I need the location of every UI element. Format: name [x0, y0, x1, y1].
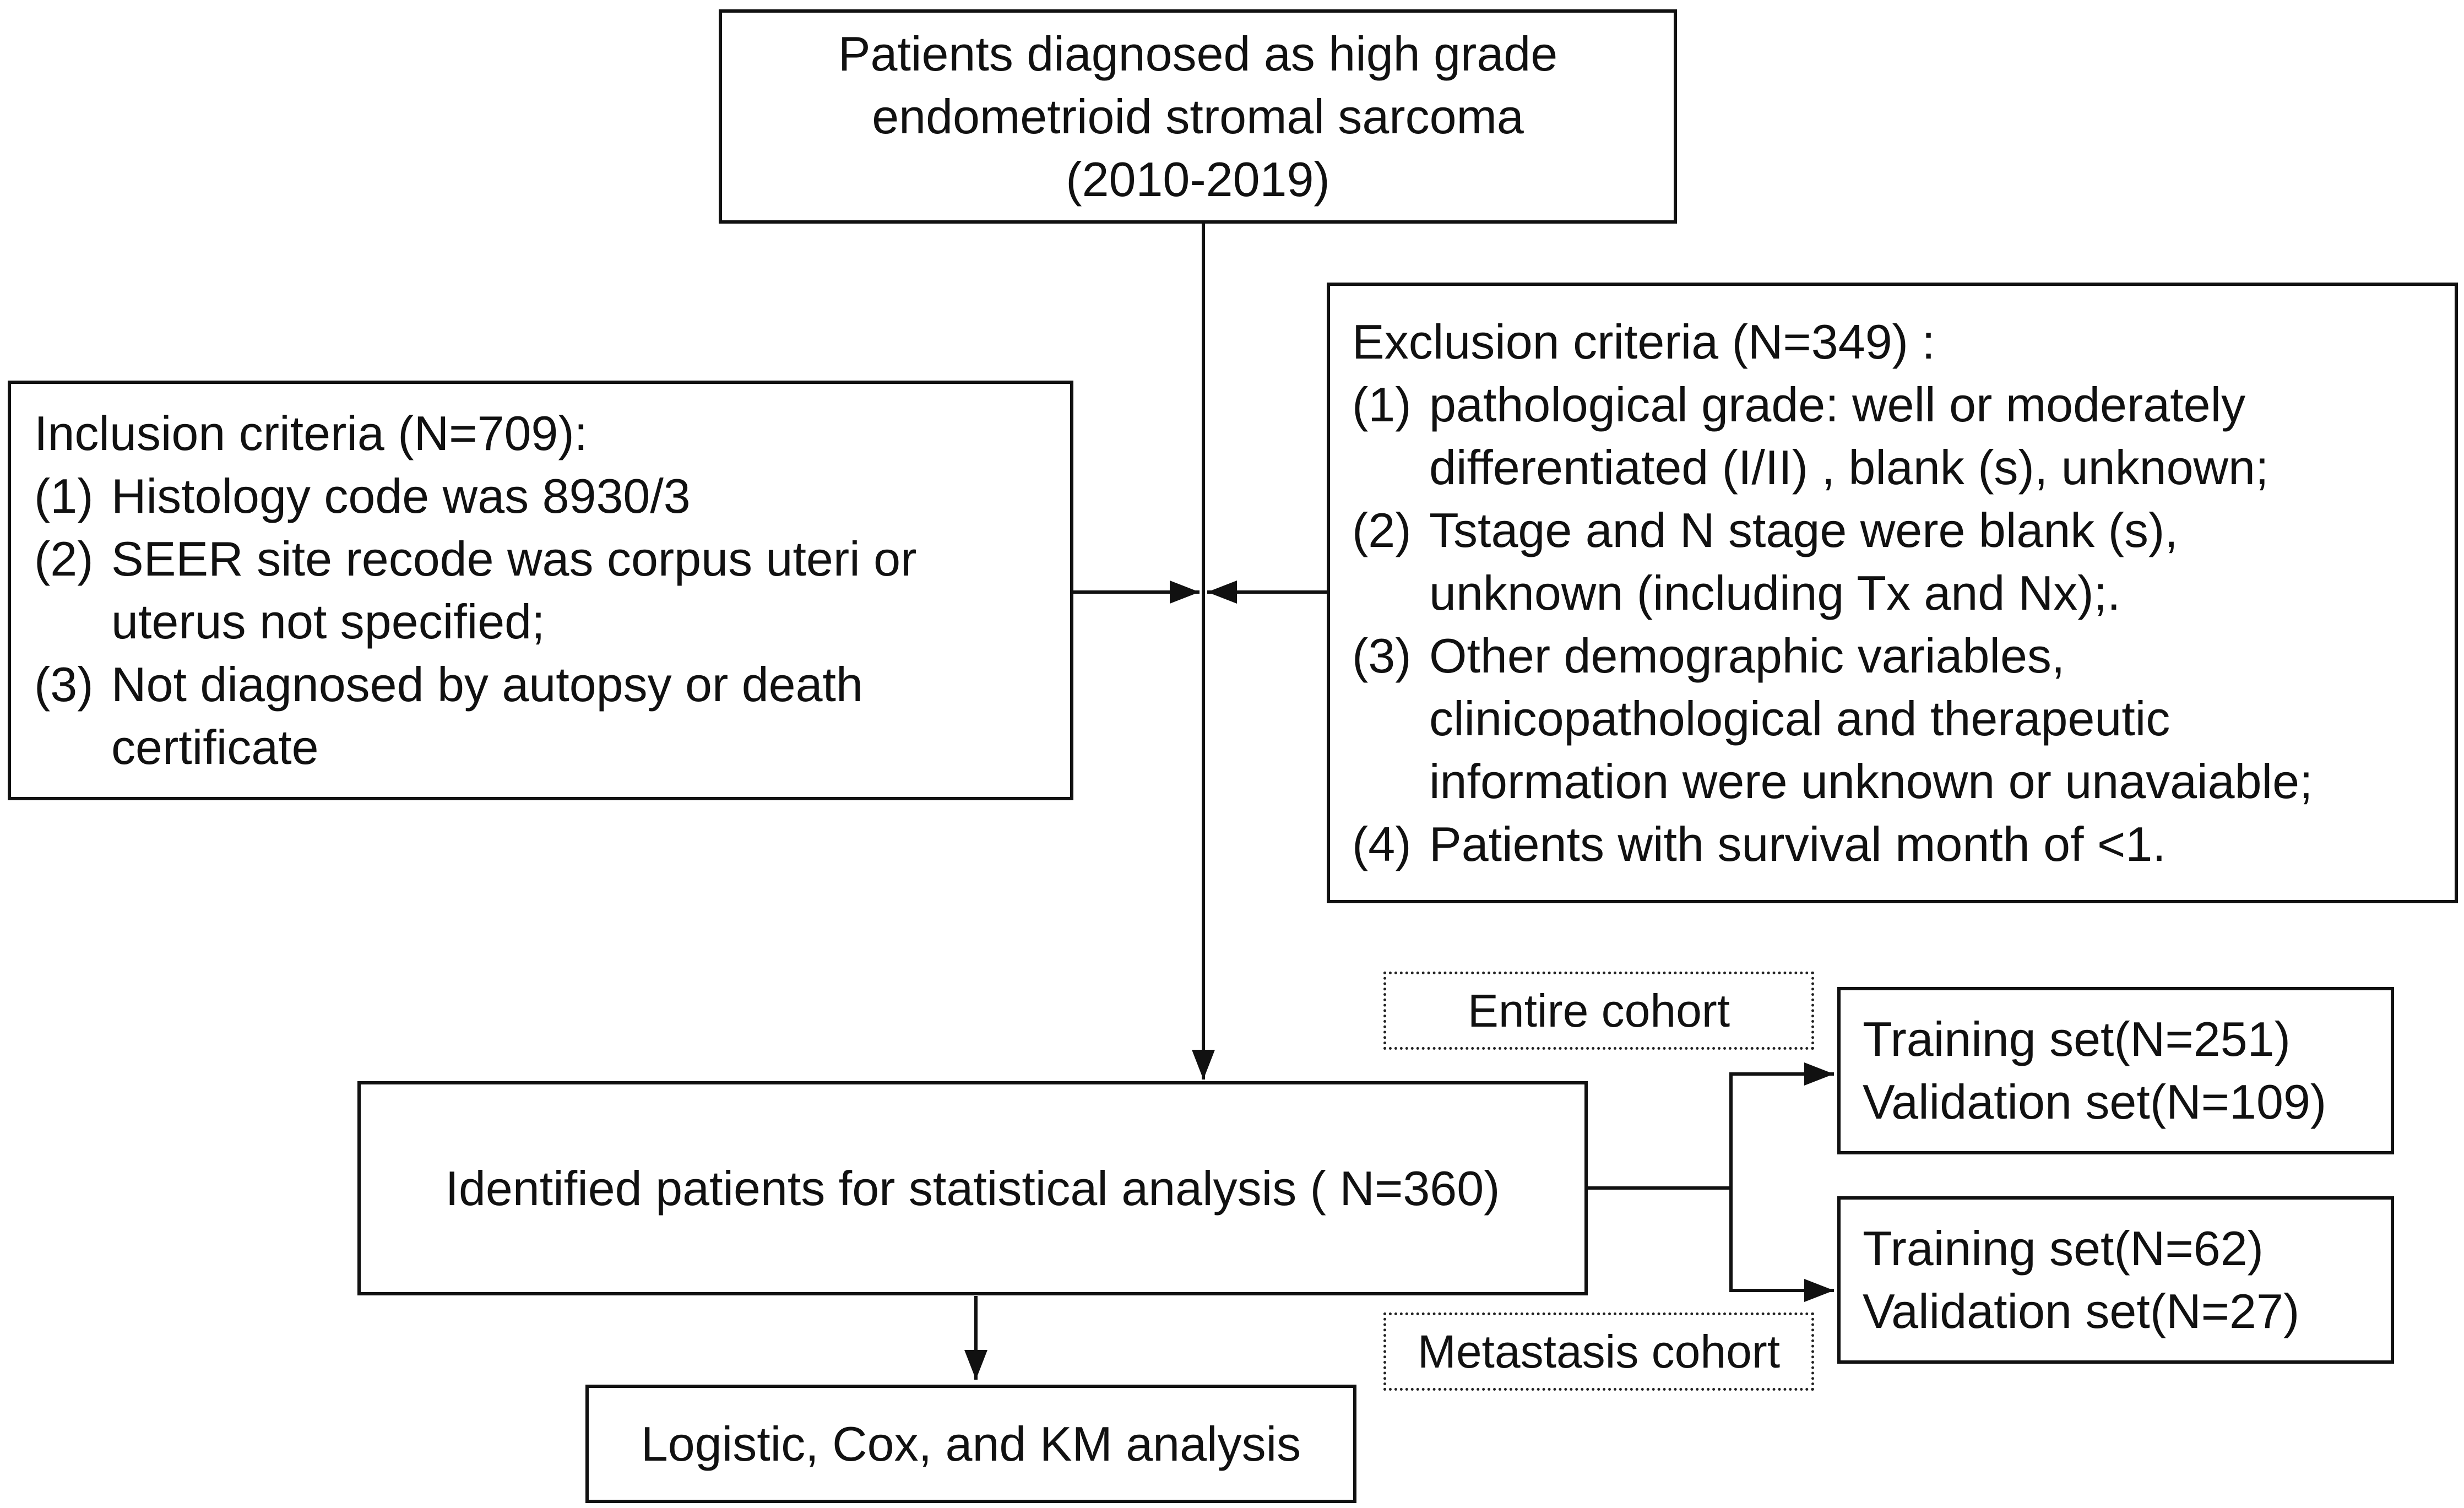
- item-text: Other demographic variables, clinicopath…: [1429, 625, 2313, 813]
- item-text: Histology code was 8930/3: [111, 465, 691, 528]
- item-number: (3): [1352, 628, 1412, 683]
- item-line: Not diagnosed by autopsy or death: [111, 657, 863, 712]
- diagnosis-box: Patients diagnosed as high grade endomet…: [719, 9, 1677, 224]
- item-line: Patients with survival month of <1.: [1429, 816, 2166, 871]
- identified-patients-text: Identified patients for statistical anal…: [445, 1160, 1500, 1216]
- metastasis-cohort-sets-box: Training set(N=62) Validation set(N=27): [1837, 1196, 2394, 1364]
- item-text: pathological grade: well or moderately d…: [1429, 373, 2268, 499]
- item-line: SEER site recode was corpus uteri or: [111, 531, 917, 586]
- exclusion-criteria-box: Exclusion criteria (N=349) : (1) patholo…: [1327, 283, 2458, 903]
- item-line: Tstage and N stage were blank (s),: [1429, 502, 2178, 557]
- analysis-text: Logistic, Cox, and KM analysis: [641, 1416, 1301, 1471]
- inclusion-item: (3) Not diagnosed by autopsy or death ce…: [34, 653, 1070, 779]
- exclusion-item: (3) Other demographic variables, clinico…: [1352, 625, 2455, 813]
- exclusion-item: (1) pathological grade: well or moderate…: [1352, 373, 2455, 499]
- item-number: (1): [34, 469, 94, 523]
- training-set-text: Training set(N=251): [1863, 1012, 2291, 1066]
- training-set-text: Training set(N=62): [1863, 1221, 2264, 1276]
- item-line: pathological grade: well or moderately: [1429, 377, 2246, 432]
- inclusion-item: (2) SEER site recode was corpus uteri or…: [34, 528, 1070, 653]
- validation-set-text: Validation set(N=109): [1863, 1075, 2327, 1129]
- item-line: clinicopathological and therapeutic: [1429, 691, 2170, 746]
- entire-cohort-label: Entire cohort: [1383, 972, 1814, 1050]
- exclusion-title: Exclusion criteria (N=349) :: [1352, 314, 1935, 369]
- metastasis-cohort-label: Metastasis cohort: [1383, 1312, 1814, 1391]
- inclusion-title: Inclusion criteria (N=709):: [34, 406, 588, 460]
- identified-patients-box: Identified patients for statistical anal…: [357, 1081, 1588, 1295]
- item-text: Patients with survival month of <1.: [1429, 813, 2166, 876]
- diagnosis-line: endometrioid stromal sarcoma: [872, 89, 1524, 144]
- item-text: Tstage and N stage were blank (s), unkno…: [1429, 499, 2178, 625]
- item-number: (2): [34, 531, 94, 586]
- entire-cohort-label-text: Entire cohort: [1467, 984, 1730, 1037]
- inclusion-item: (1) Histology code was 8930/3: [34, 465, 1070, 528]
- diagnosis-line: (2010-2019): [1066, 151, 1330, 207]
- validation-set-text: Validation set(N=27): [1863, 1284, 2300, 1338]
- item-line: unknown (including Tx and Nx);.: [1429, 565, 2121, 620]
- item-number: (2): [1352, 502, 1412, 557]
- exclusion-item: (2) Tstage and N stage were blank (s), u…: [1352, 499, 2455, 625]
- item-text: Not diagnosed by autopsy or death certif…: [111, 653, 863, 779]
- item-line: differentiated (I/II) , blank (s), unkno…: [1429, 440, 2269, 495]
- exclusion-item: (4) Patients with survival month of <1.: [1352, 813, 2455, 876]
- item-line: information were unknown or unavaiable;: [1429, 753, 2313, 809]
- item-text: SEER site recode was corpus uteri or ute…: [111, 528, 916, 653]
- item-line: uterus not specified;: [111, 594, 545, 649]
- analysis-box: Logistic, Cox, and KM analysis: [585, 1385, 1356, 1503]
- item-number: (3): [34, 657, 94, 712]
- diagnosis-line: Patients diagnosed as high grade: [838, 26, 1558, 81]
- inclusion-criteria-box: Inclusion criteria (N=709): (1) Histolog…: [8, 381, 1073, 800]
- item-number: (1): [1352, 377, 1412, 432]
- entire-cohort-sets-box: Training set(N=251) Validation set(N=109…: [1837, 987, 2394, 1154]
- item-line: Histology code was 8930/3: [111, 469, 691, 523]
- metastasis-cohort-label-text: Metastasis cohort: [1417, 1325, 1781, 1377]
- item-line: Other demographic variables,: [1429, 628, 2065, 683]
- item-line: certificate: [111, 720, 319, 774]
- item-number: (4): [1352, 816, 1412, 871]
